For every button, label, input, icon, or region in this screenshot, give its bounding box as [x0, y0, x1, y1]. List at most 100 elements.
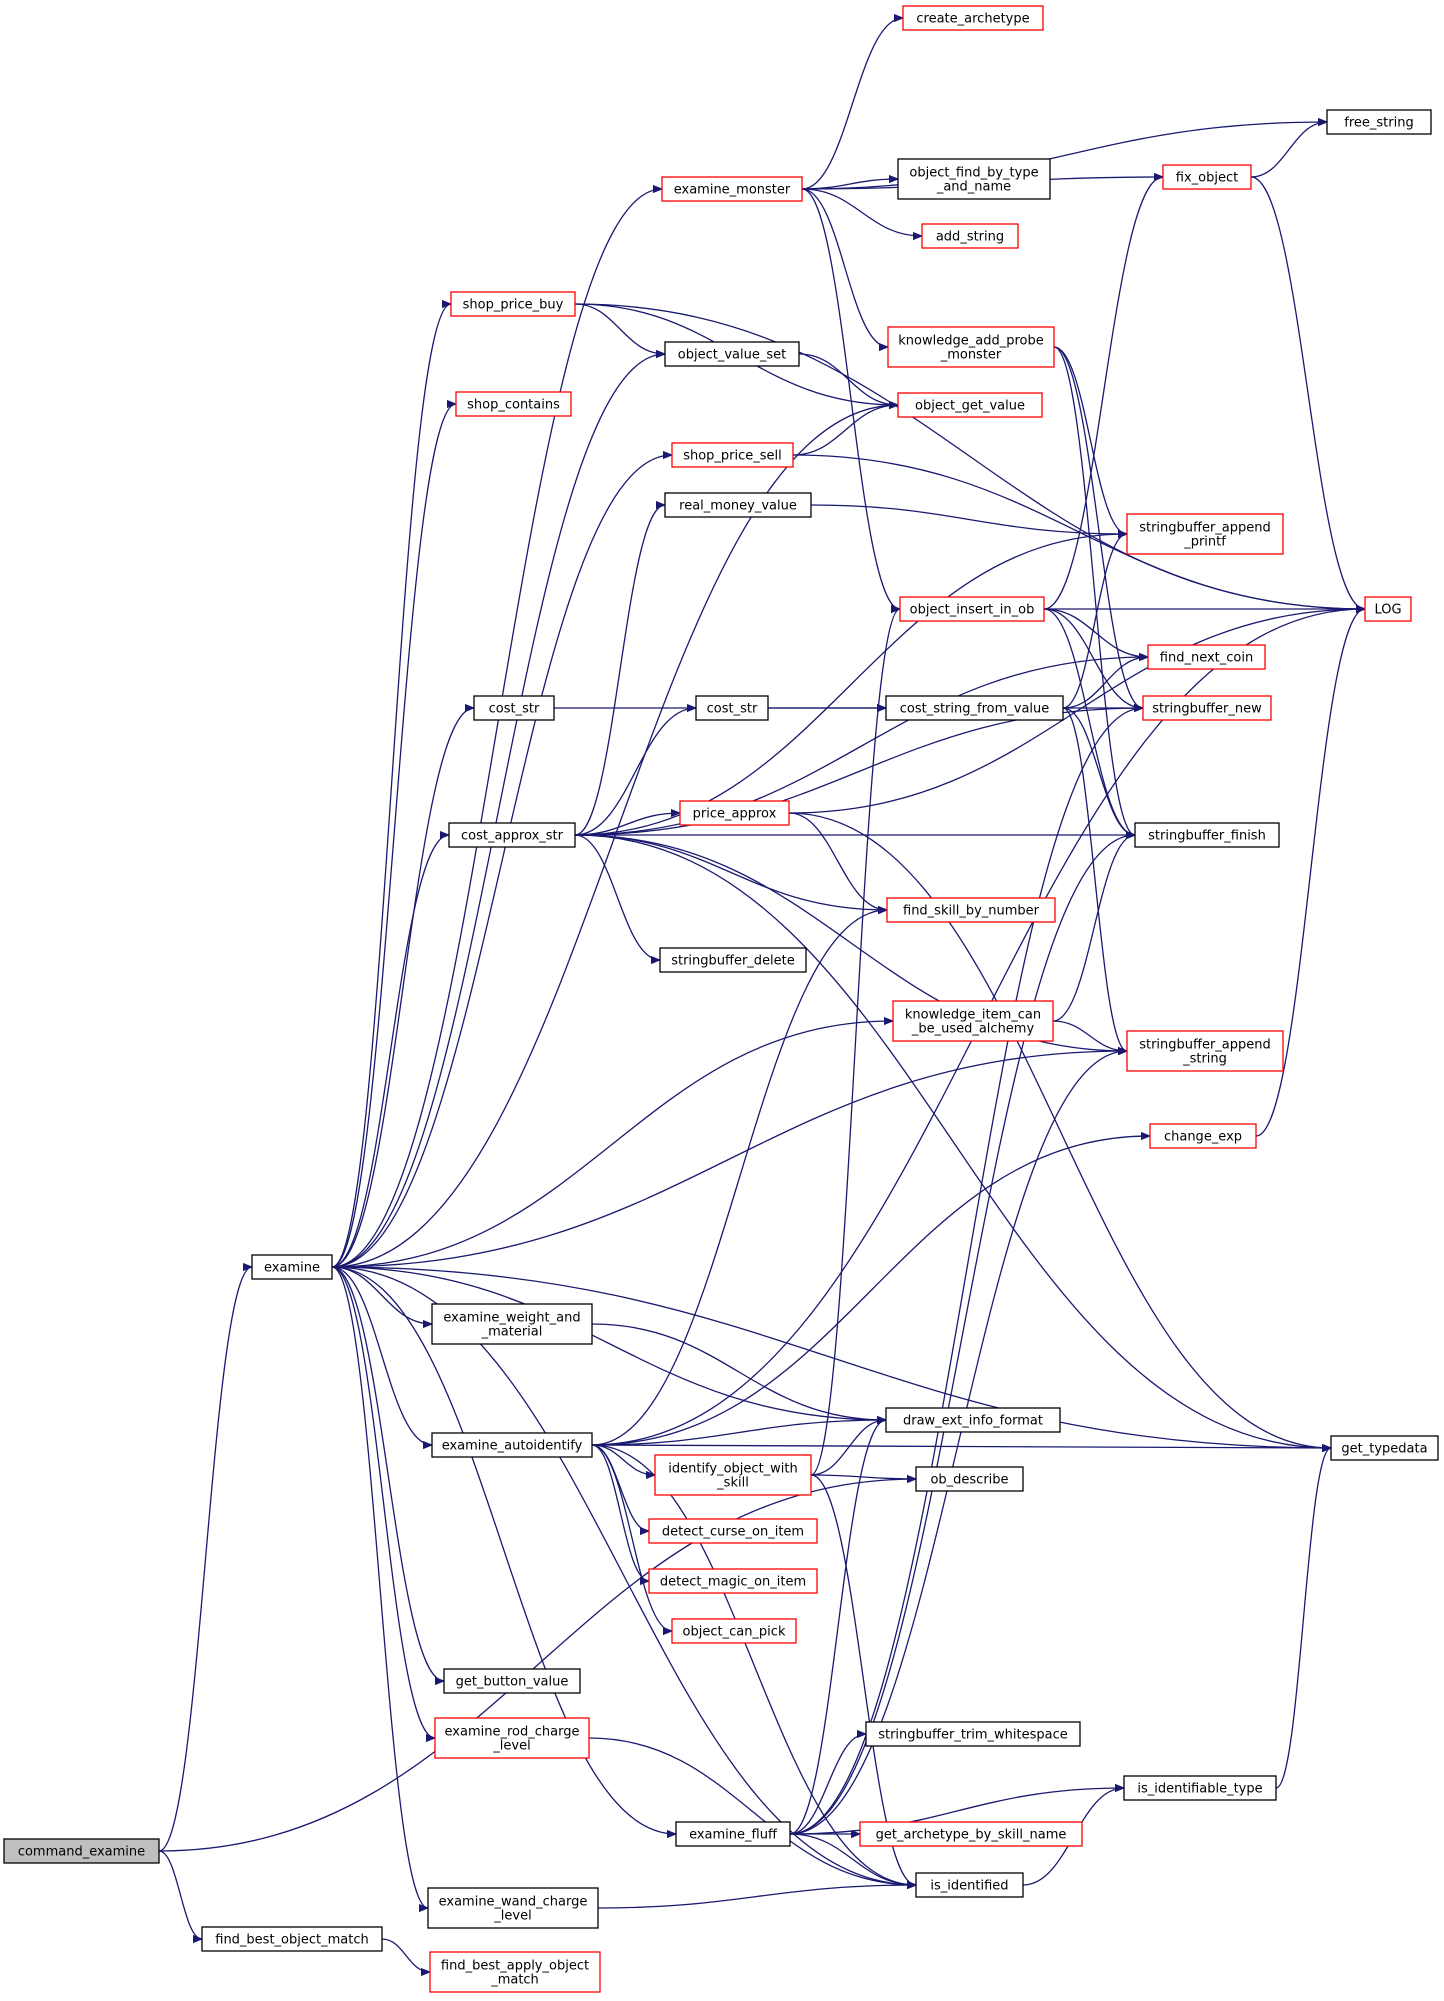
node-detect-magic-on-item[interactable]: detect_magic_on_item: [648, 1568, 818, 1594]
node-examine[interactable]: examine: [251, 1254, 333, 1280]
node-box: [671, 1618, 797, 1644]
edge-examine_monster-to-add_string: [801, 188, 922, 236]
node-examine-autoidentify[interactable]: examine_autoidentify: [431, 1432, 593, 1458]
node-label: examine_monster: [674, 183, 791, 198]
node-label: price_approx: [693, 807, 777, 822]
node-object-find-by-type-and-name[interactable]: object_find_by_type_and_name: [897, 158, 1051, 200]
edge-examine_fluff-to-is_identified: [789, 1833, 916, 1885]
node-cost-approx-str[interactable]: cost_approx_str: [448, 822, 576, 848]
edge-object_insert_in_ob-to-find_next_coin: [1043, 608, 1148, 657]
node-stringbuffer-new[interactable]: stringbuffer_new: [1142, 695, 1272, 721]
node-box: [427, 1887, 599, 1929]
node-box: [865, 1721, 1081, 1747]
node-stringbuffer-finish[interactable]: stringbuffer_finish: [1134, 822, 1280, 848]
node-label: find_skill_by_number: [903, 904, 1040, 919]
node-box: [892, 1000, 1054, 1042]
node-real-money-value[interactable]: real_money_value: [664, 492, 812, 518]
node-examine-weight-and-material[interactable]: examine_weight_and_material: [431, 1303, 593, 1345]
node-is-identified[interactable]: is_identified: [915, 1872, 1024, 1898]
node-add-string[interactable]: add_string: [921, 223, 1019, 249]
edge-object_insert_in_ob-to-stringbuffer_finish: [1043, 608, 1136, 835]
node-label: knowledge_add_probe: [898, 334, 1043, 349]
node-label: shop_price_sell: [683, 449, 782, 464]
node-stringbuffer-trim-whitespace[interactable]: stringbuffer_trim_whitespace: [865, 1721, 1081, 1747]
edge-command_examine-to-find_best_object_match: [158, 1850, 203, 1939]
node-fix-object[interactable]: fix_object: [1162, 164, 1252, 190]
node-stringbuffer-append-printf[interactable]: stringbuffer_append_printf: [1126, 513, 1284, 555]
edge-object_insert_in_ob-to-fix_object: [1043, 177, 1164, 610]
node-knowledge-add-probe-monster[interactable]: knowledge_add_probe_monster: [887, 326, 1055, 368]
node-examine-monster[interactable]: examine_monster: [661, 176, 803, 202]
node-label: _match: [490, 1973, 539, 1988]
node-find-next-coin[interactable]: find_next_coin: [1147, 644, 1266, 670]
node-detect-curse-on-item[interactable]: detect_curse_on_item: [648, 1518, 818, 1544]
edge-examine-to-get_typedata: [331, 1266, 1331, 1448]
node-knowledge-item-can-be-used-alchemy[interactable]: knowledge_item_can_be_used_alchemy: [892, 1000, 1054, 1042]
node-label: command_examine: [18, 1845, 145, 1860]
node-LOG[interactable]: LOG: [1364, 596, 1412, 622]
node-box: [3, 1838, 160, 1864]
node-object-insert-in-ob[interactable]: object_insert_in_ob: [899, 596, 1045, 622]
node-shop-contains[interactable]: shop_contains: [455, 391, 572, 417]
node-label: stringbuffer_delete: [671, 954, 795, 969]
node-get-typedata[interactable]: get_typedata: [1330, 1435, 1439, 1461]
node-label: object_value_set: [678, 348, 786, 363]
node-examine-fluff[interactable]: examine_fluff: [675, 1821, 791, 1847]
node-find-best-apply-object-match[interactable]: find_best_apply_object_match: [429, 1951, 601, 1993]
node-box: [1126, 513, 1284, 555]
node-label: examine: [264, 1261, 320, 1276]
node-label: add_string: [936, 230, 1004, 245]
node-examine-rod-charge-level[interactable]: examine_rod_charge_level: [434, 1717, 590, 1759]
edge-price_approx-to-find_skill_by_number: [788, 812, 887, 910]
edge-examine_fluff-to-stringbuffer_trim_whitespace: [789, 1734, 867, 1835]
edge-examine_autoidentify-to-draw_ext_info_format: [591, 1420, 886, 1446]
node-box: [1364, 596, 1412, 622]
node-box: [915, 1466, 1024, 1492]
node-label: knowledge_item_can: [905, 1008, 1041, 1023]
node-command-examine[interactable]: command_examine: [3, 1838, 160, 1864]
node-shop-price-sell[interactable]: shop_price_sell: [671, 442, 794, 468]
node-get-button-value[interactable]: get_button_value: [443, 1668, 581, 1694]
edge-knowledge_item_can_be_used_alchemy-to-stringbuffer_finish: [1052, 835, 1136, 1022]
node-stringbuffer-append-string[interactable]: stringbuffer_append_string: [1126, 1030, 1284, 1072]
node-cost-string-from-value[interactable]: cost_string_from_value: [885, 695, 1064, 721]
node-examine-wand-charge-level[interactable]: examine_wand_charge_level: [427, 1887, 599, 1929]
node-label: is_identifiable_type: [1137, 1782, 1262, 1797]
node-create-archetype[interactable]: create_archetype: [902, 5, 1044, 31]
node-draw-ext-info-format[interactable]: draw_ext_info_format: [885, 1407, 1061, 1433]
edge-cost_approx_str-to-stringbuffer_append_printf: [574, 534, 1127, 836]
node-label: _and_name: [936, 180, 1011, 195]
edge-examine_fluff-to-stringbuffer_append_string: [789, 1051, 1127, 1835]
node-object-get-value[interactable]: object_get_value: [897, 392, 1043, 418]
node-label: find_best_object_match: [215, 1933, 368, 1948]
node-label: get_archetype_by_skill_name: [876, 1828, 1067, 1843]
node-get-archetype-by-skill-name[interactable]: get_archetype_by_skill_name: [859, 1821, 1083, 1847]
node-object-value-set[interactable]: object_value_set: [664, 341, 800, 367]
node-object-can-pick[interactable]: object_can_pick: [671, 1618, 797, 1644]
node-free-string[interactable]: free_string: [1326, 109, 1432, 135]
node-identify-object-with-skill[interactable]: identify_object_with_skill: [654, 1454, 812, 1496]
node-find-best-object-match[interactable]: find_best_object_match: [201, 1926, 383, 1952]
node-price-approx[interactable]: price_approx: [679, 800, 790, 826]
edge-knowledge_item_can_be_used_alchemy-to-stringbuffer_append_string: [1052, 1020, 1127, 1051]
node-box: [1326, 109, 1432, 135]
edge-knowledge_add_probe_monster-to-stringbuffer_finish: [1053, 346, 1136, 835]
edge-identify_object_with_skill-to-object_insert_in_ob: [810, 609, 901, 1476]
node-cost-str-a[interactable]: cost_str: [473, 695, 555, 721]
edge-examine-to-examine_monster: [331, 189, 662, 1268]
edge-examine-to-cost_approx_str: [331, 835, 450, 1268]
node-shop-price-buy[interactable]: shop_price_buy: [450, 291, 576, 317]
node-find-skill-by-number[interactable]: find_skill_by_number: [886, 897, 1056, 923]
node-label: cost_str: [489, 702, 540, 717]
node-box: [443, 1668, 581, 1694]
node-box: [1330, 1435, 1439, 1461]
node-change-exp[interactable]: change_exp: [1149, 1123, 1257, 1149]
edge-fix_object-to-LOG: [1250, 176, 1366, 609]
node-box: [695, 695, 769, 721]
node-box: [1147, 644, 1266, 670]
node-stringbuffer-delete[interactable]: stringbuffer_delete: [659, 947, 807, 973]
node-ob-describe[interactable]: ob_describe: [915, 1466, 1024, 1492]
node-is-identifiable-type[interactable]: is_identifiable_type: [1123, 1775, 1277, 1801]
node-cost-str-b[interactable]: cost_str: [695, 695, 769, 721]
node-box: [1162, 164, 1252, 190]
